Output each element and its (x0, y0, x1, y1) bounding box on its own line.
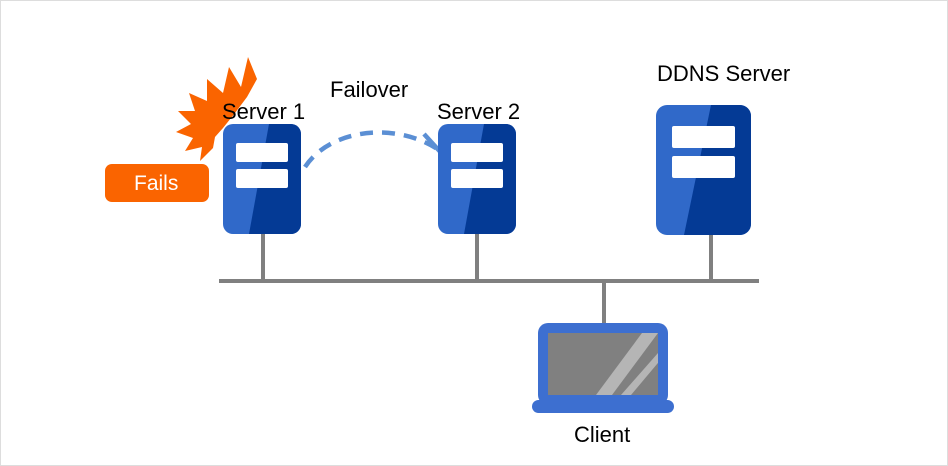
server2-label: Server 2 (437, 99, 521, 124)
failure-burst-icon (176, 57, 257, 161)
failover-label: Failover (330, 77, 409, 102)
fails-badge-shape (105, 164, 209, 202)
client-monitor-icon (532, 323, 674, 413)
bus-line-group (219, 234, 759, 324)
ddns-server-label: DDNS Server (657, 61, 791, 86)
monitor-glare-stripe-2 (621, 352, 658, 395)
failover-dashed-curve (303, 130, 445, 169)
fails-badge-label: Fails (134, 172, 179, 195)
server1-bar-bottom (236, 169, 288, 188)
burst-shape (176, 57, 257, 161)
server1-label: Server 1 (222, 99, 306, 124)
server1-icon (223, 124, 301, 234)
ddns-bar-top (672, 126, 735, 148)
failover-arrow (303, 128, 457, 169)
ddns-server-icon (656, 105, 751, 235)
server2-bar-top (451, 143, 503, 162)
server1-bar-top (236, 143, 288, 162)
fails-badge (105, 164, 209, 202)
server2-icon (438, 124, 516, 234)
monitor-glare-stripe-1 (596, 333, 658, 395)
client-label: Client (574, 422, 631, 447)
monitor-stand-base (532, 400, 674, 413)
ddns-bar-bottom (672, 156, 735, 178)
server2-bar-bottom (451, 169, 503, 188)
